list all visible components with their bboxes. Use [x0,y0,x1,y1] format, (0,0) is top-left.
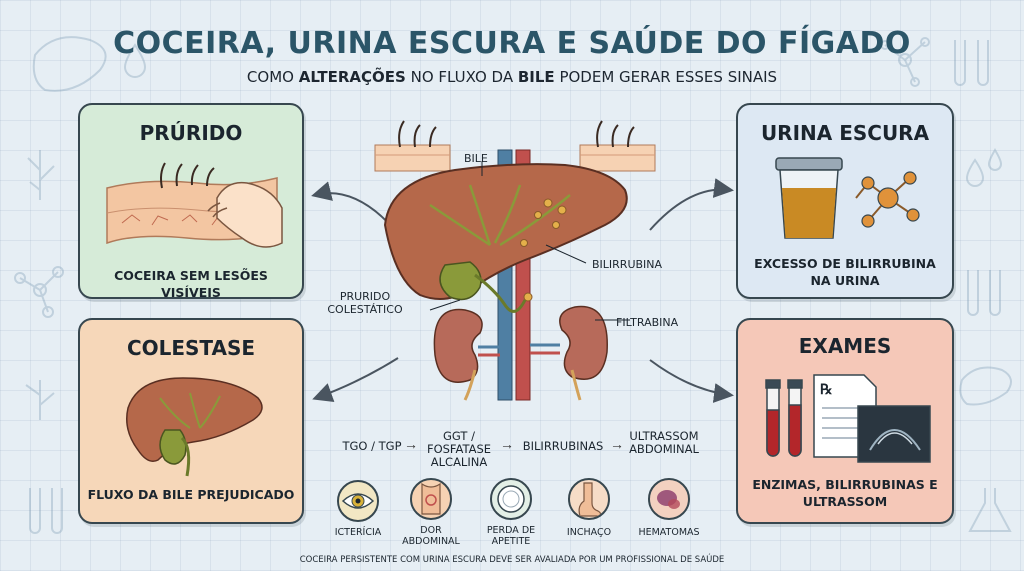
bg-liver-icon-right [959,366,1012,406]
svg-text:℞: ℞ [820,382,833,398]
label-filtration: FILTRABINA [616,316,679,329]
flow-arrow-2-icon: → [500,436,514,452]
arrow-to-dark-urine [649,178,734,231]
urine-sample-illustration [775,157,920,239]
card-exams-caption: ENZIMAS, BILIRRUBINAS E ULTRASSOM [752,477,938,509]
footer-note: COCEIRA PERSISTENTE COM URINA ESCURA DEV… [299,555,725,565]
card-dark-urine: URINA ESCURA EXCESSO DE BILIRRUBINA NA U… [736,103,954,299]
card-pruritus-title: PRÚRIDO [139,121,243,145]
subtitle-bold-1: ALTERAÇÕES [298,68,406,86]
symptom-icon-appetite-loss [490,478,532,520]
flow-step-4: ULTRASSOM ABDOMINAL [629,429,699,456]
card-cholestasis: COLESTASE FLUXO DA BILE PREJUDICADO [78,318,304,524]
arrow-to-cholestasis [312,357,399,403]
flow-step-1: TGO / TGP [342,439,402,453]
flow-arrow-1-icon: → [404,436,418,452]
symptom-label-abdominal-pain: DOR ABDOMINAL [402,525,460,547]
kidney-left-icon [433,308,483,383]
bilirubin-molecule-icon [855,171,920,228]
bg-tubes-icon-left [29,488,63,534]
label-bile: BILE [464,152,488,165]
bg-liver-icon [32,36,107,92]
hand-icon [216,181,283,248]
eye-icon [341,493,375,509]
symptom-label-appetite-loss: PERDA DE APETITE [486,525,536,547]
blood-tubes-icon [765,379,803,457]
label-bilirubin: BILIRRUBINA [592,258,663,271]
ultrasound-image-icon [857,405,931,463]
bg-flask-icon [968,488,1012,532]
symptom-icon-jaundice [337,480,379,522]
gallbladder-icon [439,261,482,301]
bilirubin-dots [520,198,567,302]
card-exams-title: EXAMES [798,334,892,358]
bg-tree-icon-2 [25,380,55,420]
symptom-label-bruises: HEMATOMAS [638,527,700,538]
subtitle-text-2: NO FLUXO DA [405,68,518,86]
symptom-icon-swelling [568,478,610,520]
bg-drop-icon [123,43,147,78]
flow-step-3: BILIRRUBINAS [522,439,604,453]
card-pruritus: PRÚRIDO COCEIRA SEM LESÕES VISÍVEIS [78,103,304,299]
flow-arrow-3-icon: → [610,436,624,452]
symptom-label-jaundice: ICTERÍCIA [334,527,382,538]
bg-molecule-icon-left [14,266,64,318]
arrow-to-exams [649,359,734,403]
card-cholestasis-caption: FLUXO DA BILE PREJUDICADO [87,487,295,502]
symptom-label-swelling: INCHAÇO [566,527,612,538]
abdomen-icon [421,482,441,515]
liver-kidney-anatomy [374,120,656,401]
symptom-icon-abdominal-pain [410,478,452,520]
flow-step-2: GGT / FOSFATASE ALCALINA [426,429,492,469]
label-cholestatic-pruritus: PRURIDO COLESTÁTICO [327,290,403,316]
card-pruritus-caption: COCEIRA SEM LESÕES VISÍVEIS [114,268,268,299]
bile-duct-icon [474,273,527,313]
subtitle-bold-2: BILE [517,68,555,86]
leg-icon [578,482,602,517]
subtitle-text-1: COMO [246,68,299,86]
bruise-icon [657,490,680,509]
card-cholestasis-title: COLESTASE [126,336,256,360]
bg-molecule-icon-right [880,37,930,87]
bg-drops-icon-right [965,148,1003,187]
plate-icon [497,485,525,513]
card-exams: EXAMES ℞ ENZIMAS, BILIRRUBINAS E ULTRASS… [736,318,954,524]
page-subtitle: COMO ALTERAÇÕES NO FLUXO DA BILE PODEM G… [0,68,1024,86]
card-dark-urine-caption: EXCESSO DE BILIRRUBINA NA URINA [754,256,936,288]
bg-tree-icon [27,150,55,200]
cholestasis-liver-illustration [126,377,263,477]
skin-section-right-icon [579,120,656,172]
kidney-right-icon [559,305,608,380]
bg-tubes-icon-right [954,40,989,86]
bg-tubes-icon-right-2 [967,270,1001,316]
page-title: COCEIRA, URINA ESCURA E SAÚDE DO FÍGADO [113,26,911,61]
exams-illustration: ℞ [765,374,931,463]
skin-section-left-icon [374,120,451,172]
skin-scratch-illustration [106,162,283,248]
symptom-icon-bruises [648,478,690,520]
card-dark-urine-title: URINA ESCURA [760,121,930,145]
subtitle-text-3: PODEM GERAR ESSES SINAIS [554,68,778,86]
